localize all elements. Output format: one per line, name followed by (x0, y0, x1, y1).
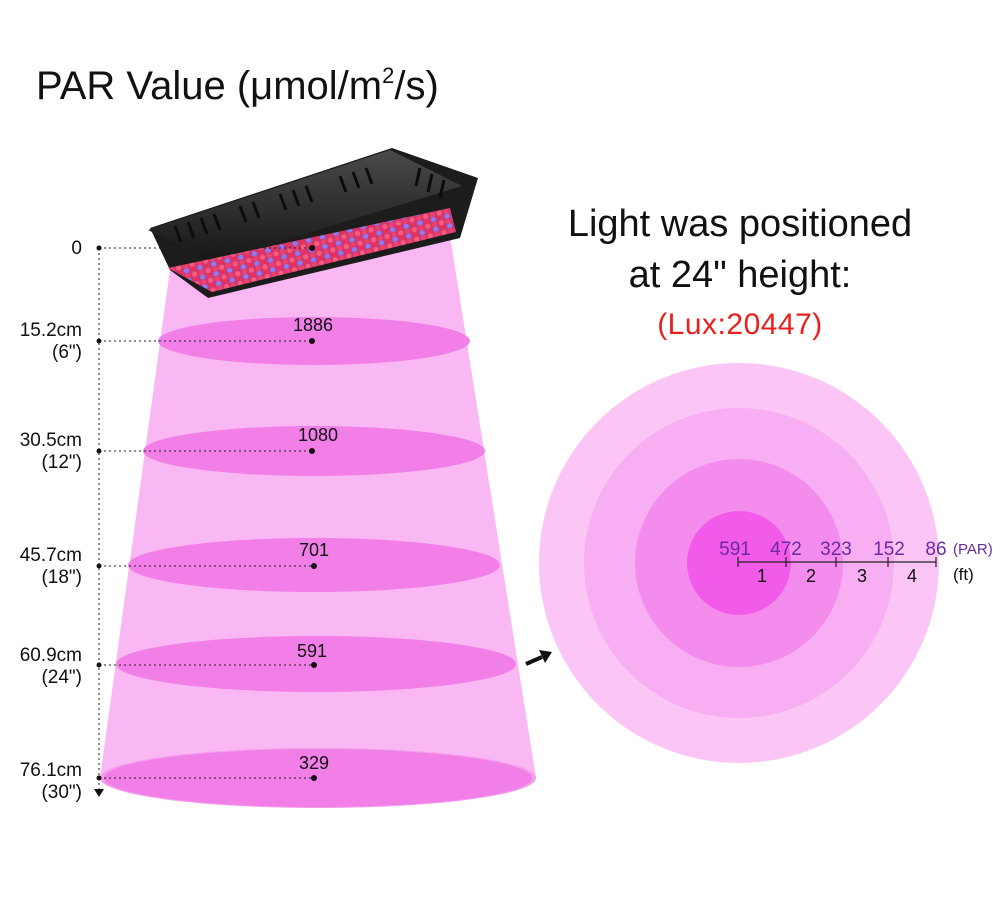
par-value-18in: 701 (298, 540, 330, 560)
par-value-30in: 329 (298, 753, 330, 773)
position-note-line2: at 24" height: (628, 254, 852, 296)
height-label-30in: 76.1cm(30") (19, 760, 82, 803)
distance-label-3ft: 3 (856, 566, 868, 586)
height-label-18in: 45.7cm(18") (19, 545, 82, 588)
distance-label-1ft: 1 (756, 566, 768, 586)
footprint-circles (539, 363, 939, 763)
par-value-12in: 1080 (297, 425, 339, 445)
height-axis-arrow (94, 789, 104, 797)
footprint-par-2ft: 323 (820, 539, 852, 560)
footprint-par-3ft: 152 (873, 539, 905, 560)
distance-label-2ft: 2 (805, 566, 817, 586)
distance-scale (737, 557, 937, 567)
par-unit-label: (PAR) (953, 541, 993, 558)
height-label-6in: 15.2cm(6") (19, 320, 82, 363)
footprint-ring-1 (687, 511, 791, 615)
footprint-par-4ft: 86 (925, 539, 947, 560)
distance-label-4ft: 4 (906, 566, 918, 586)
height-label-12in: 30.5cm(12") (19, 430, 82, 473)
page-title: PAR Value (μmol/m2/s) (36, 63, 439, 108)
position-note-line1: Light was positioned (567, 203, 913, 245)
height-label-24in: 60.9cm(24") (19, 645, 82, 688)
coverage-ellipse-30in (104, 749, 532, 807)
par-value-24in: 591 (296, 641, 328, 661)
lux-value: (Lux:20447) (657, 308, 823, 341)
height-label-0: 0 (71, 238, 82, 259)
pointer-arrow-icon (525, 650, 552, 666)
footprint-par-1ft: 472 (770, 539, 802, 560)
distance-unit-label: (ft) (953, 565, 974, 584)
par-value-6in: 1886 (292, 315, 334, 335)
footprint-par-0ft: 591 (719, 539, 751, 560)
